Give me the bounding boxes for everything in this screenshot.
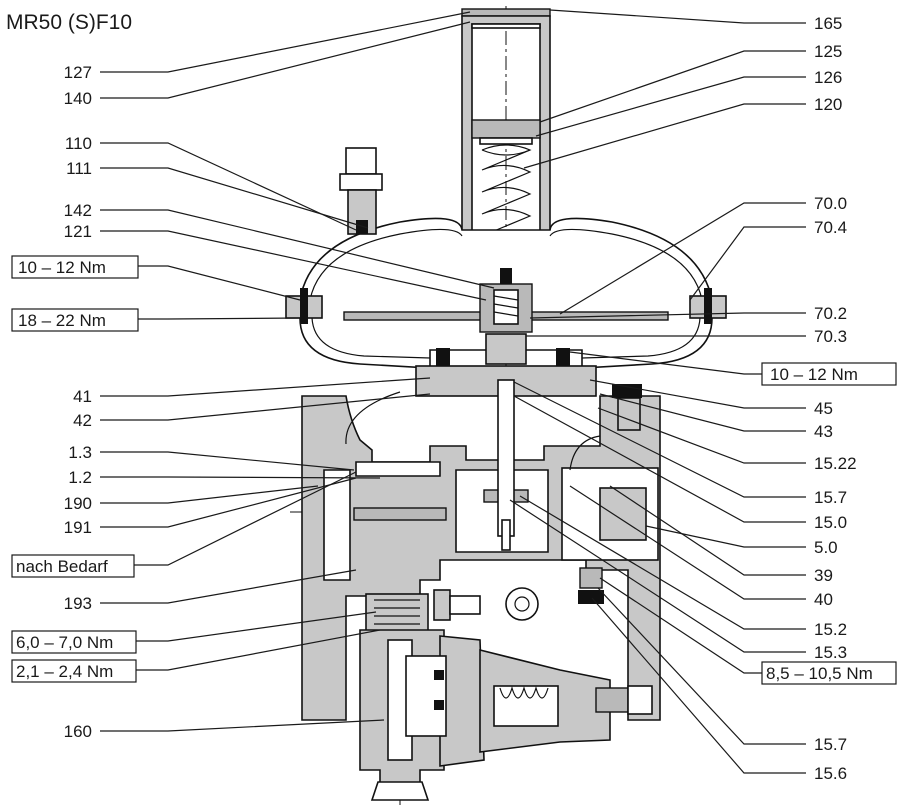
part-label-120: 120 xyxy=(814,95,842,114)
part-label-70-4: 70.4 xyxy=(814,218,847,237)
part-label-15-7-upper: 15.7 xyxy=(814,488,847,507)
part-label-39: 39 xyxy=(814,566,833,585)
part-label-15-22: 15.22 xyxy=(814,454,857,473)
part-label-127: 127 xyxy=(64,63,92,82)
part-label-125: 125 xyxy=(814,42,842,61)
right-labels: 165 125 126 120 70.0 70.4 70.2 70.3 45 4… xyxy=(814,14,857,783)
part-label-160: 160 xyxy=(64,722,92,741)
part-label-41: 41 xyxy=(73,387,92,406)
part-label-15-2: 15.2 xyxy=(814,620,847,639)
part-label-165: 165 xyxy=(814,14,842,33)
part-label-5-0: 5.0 xyxy=(814,538,838,557)
part-label-70-2: 70.2 xyxy=(814,304,847,323)
part-label-110: 110 xyxy=(65,134,92,153)
part-label-191: 191 xyxy=(64,518,92,537)
regulator-drawing xyxy=(285,6,727,805)
right-leader-lines xyxy=(509,9,806,774)
part-label-126: 126 xyxy=(814,68,842,87)
part-label-70-0: 70.0 xyxy=(814,194,847,213)
torque-label-upper-flange: 10 – 12 Nm xyxy=(18,258,106,277)
part-label-121: 121 xyxy=(64,222,92,241)
diagram-title: MR50 (S)F10 xyxy=(6,11,132,34)
part-label-111: 111 xyxy=(66,159,92,178)
part-label-193: 193 xyxy=(64,594,92,613)
right-torque-labels: 10 – 12 Nm 8,5 – 10,5 Nm xyxy=(761,362,897,685)
left-torque-labels: 10 – 12 Nm 18 – 22 Nm nach Bedarf 6,0 – … xyxy=(11,255,139,683)
part-label-15-6: 15.6 xyxy=(814,764,847,783)
torque-label-lower-housing: 10 – 12 Nm xyxy=(770,365,858,384)
torque-label-pilot-upper: 6,0 – 7,0 Nm xyxy=(16,633,113,652)
part-label-140: 140 xyxy=(64,89,92,108)
part-label-1-3: 1.3 xyxy=(68,443,92,462)
note-as-required: nach Bedarf xyxy=(16,557,108,576)
part-label-42: 42 xyxy=(73,411,92,430)
torque-label-pilot-lower: 2,1 – 2,4 Nm xyxy=(16,662,113,681)
part-label-43: 43 xyxy=(814,422,833,441)
part-label-45: 45 xyxy=(814,399,833,418)
torque-label-plug: 8,5 – 10,5 Nm xyxy=(766,664,873,683)
part-label-15-3: 15.3 xyxy=(814,643,847,662)
part-label-70-3: 70.3 xyxy=(814,327,847,346)
part-label-15-7-lower: 15.7 xyxy=(814,735,847,754)
part-label-190: 190 xyxy=(64,494,92,513)
torque-label-lower-flange: 18 – 22 Nm xyxy=(18,311,106,330)
part-label-1-2: 1.2 xyxy=(68,468,92,487)
part-label-142: 142 xyxy=(64,201,92,220)
part-label-40: 40 xyxy=(814,590,833,609)
left-labels: 127 140 110 111 142 121 41 42 1.3 1.2 19… xyxy=(64,63,92,741)
part-label-15-0: 15.0 xyxy=(814,513,847,532)
left-leader-lines xyxy=(100,11,495,732)
